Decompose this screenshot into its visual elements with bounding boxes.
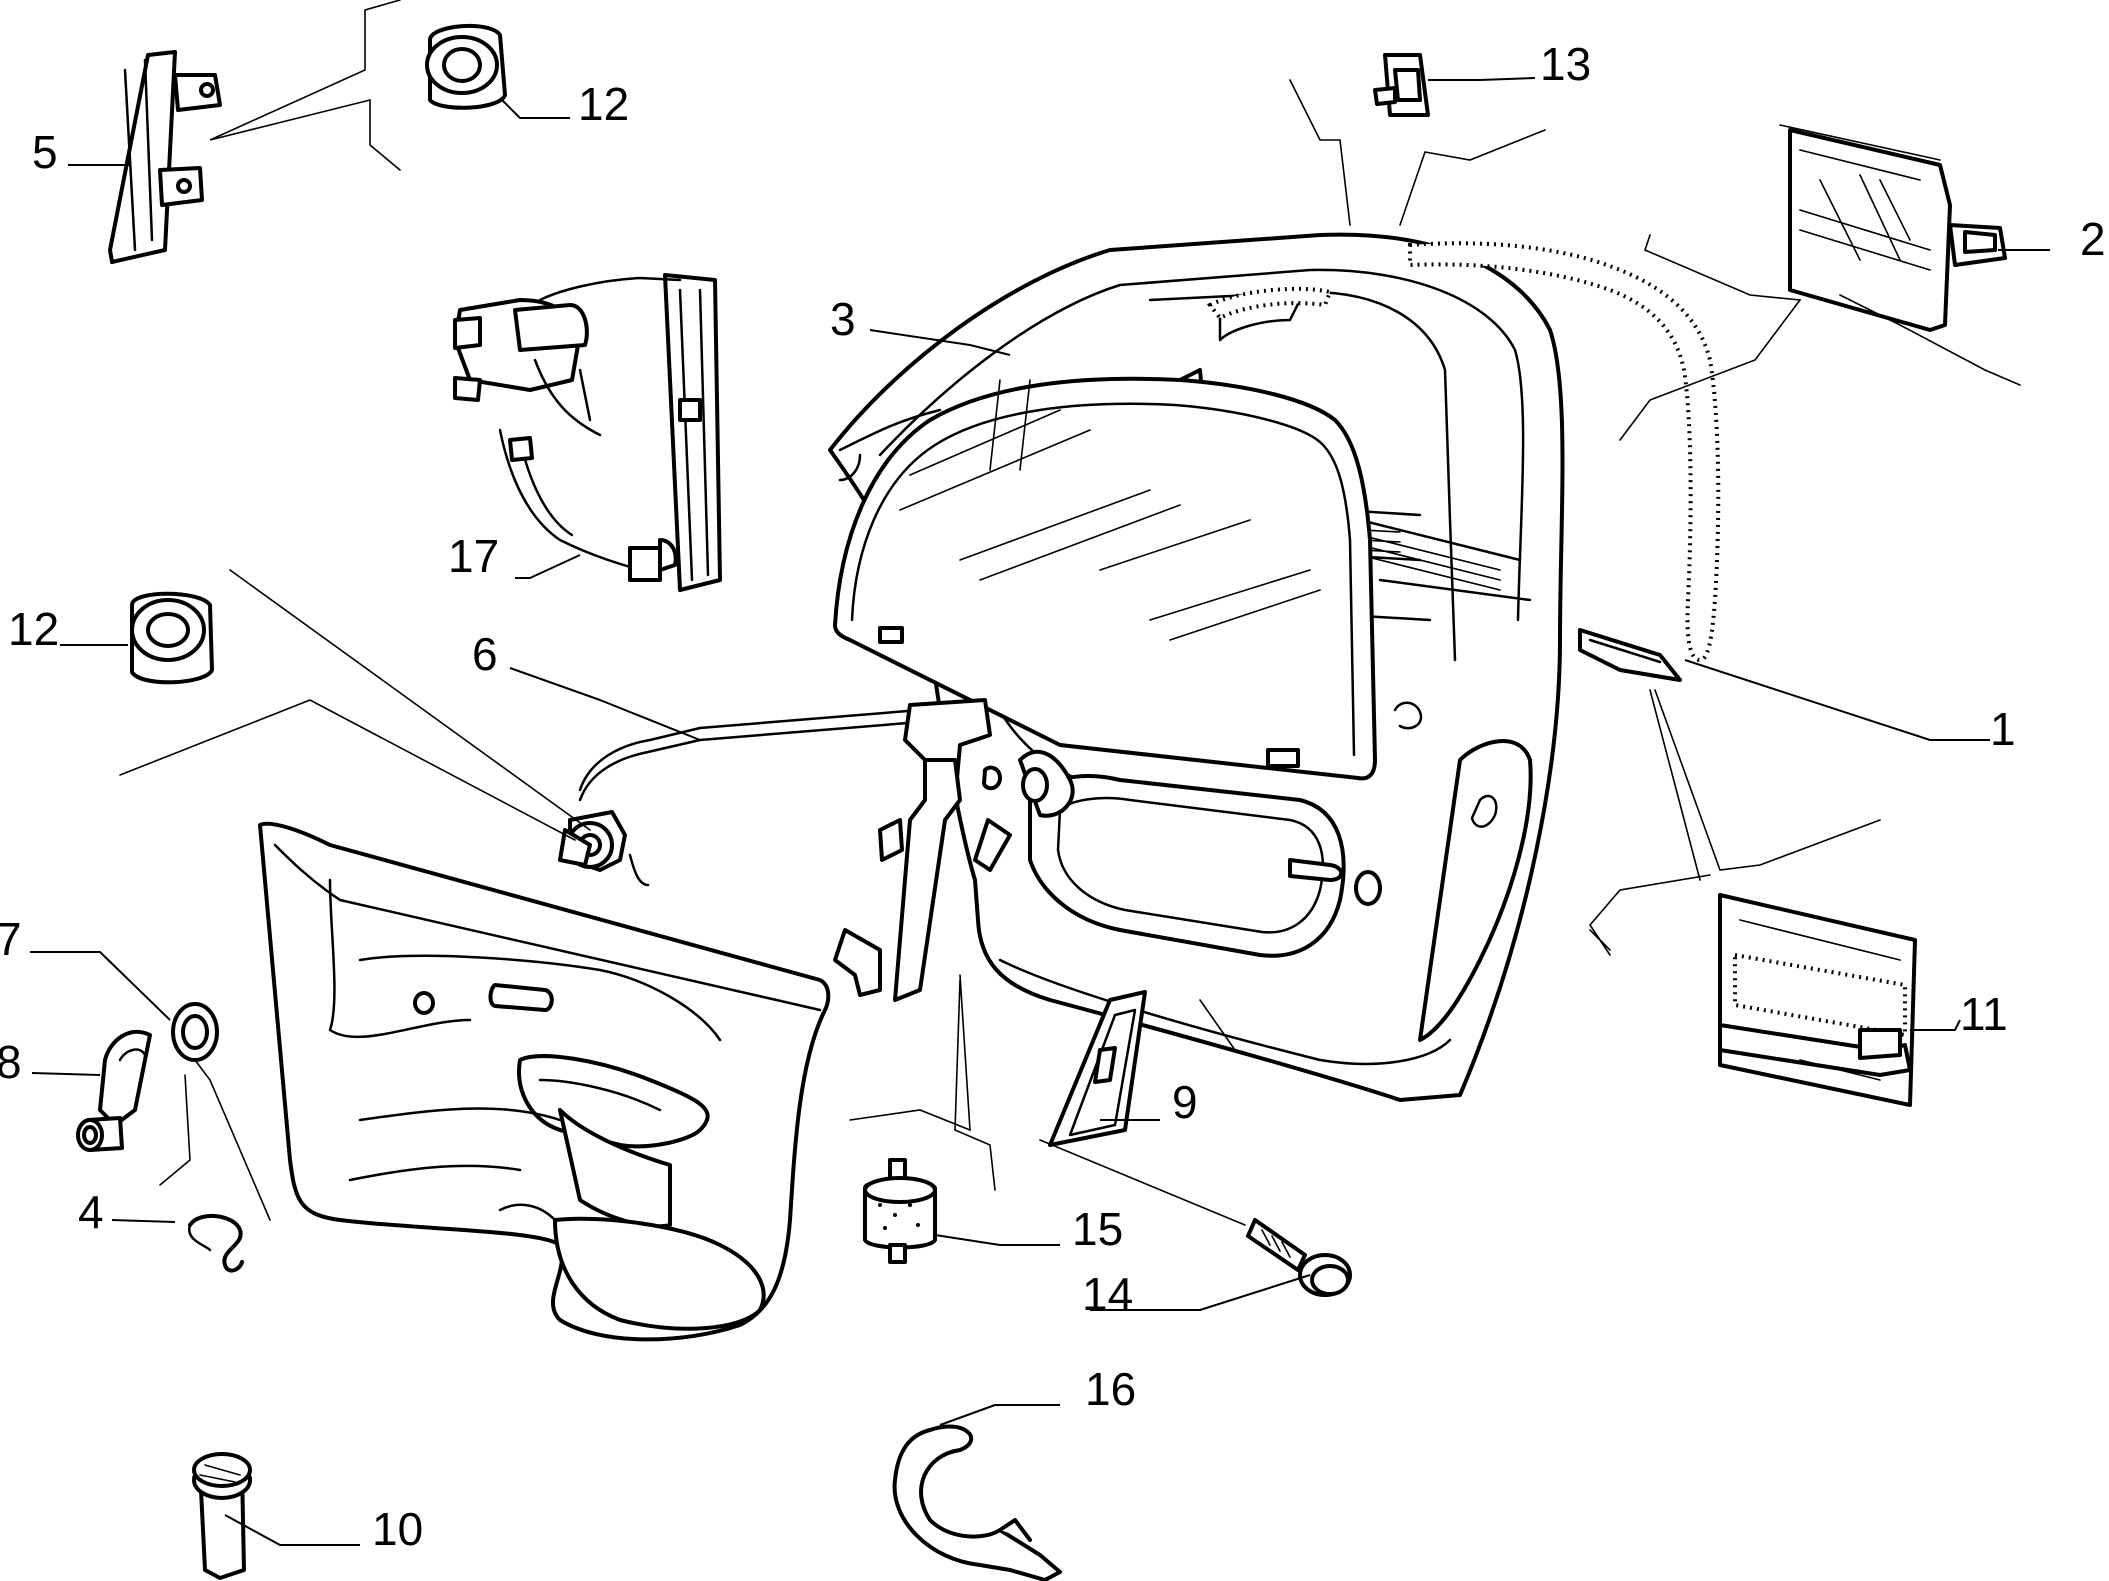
callout-12-left: 12 [8,603,59,655]
callout-15: 15 [1072,1203,1123,1255]
nut-top-illustration [425,23,507,110]
callout-14: 14 [1082,1268,1133,1320]
callout-6: 6 [472,628,498,680]
lock-knob-illustration [192,1452,252,1580]
electric-window-regulator-illustration [453,273,722,592]
leader-lines [30,0,2050,1546]
bolt-illustration [1246,1218,1352,1297]
callout-4: 4 [78,1186,104,1238]
callout-11: 11 [1960,988,2008,1040]
callout-16: 16 [1085,1363,1136,1415]
door-trim-panel-illustration [258,821,831,1342]
callout-9: 9 [1172,1076,1198,1128]
nut-left-illustration [130,591,214,685]
door-glass-illustration [833,376,1423,781]
callout-10: 10 [372,1503,423,1555]
callout-17: 17 [448,530,499,582]
spring-clip-illustration [187,1213,244,1273]
weatherstrip-seal-illustration [1206,241,1721,663]
outer-belt-strip-illustration [1718,893,1917,1107]
escutcheon-illustration [171,1002,219,1062]
callout-1: 1 [1990,703,2016,755]
callout-8: 8 [0,1036,22,1088]
callout-labels: 1 2 3 4 5 6 7 8 9 10 11 12 12 13 14 15 1… [0,38,2106,1555]
belt-molding-illustration [1779,124,2007,332]
callout-3: 3 [830,293,856,345]
hinge-bracket-illustration [108,50,222,264]
retaining-clip-illustration [892,1424,1062,1581]
callout-2: 2 [2080,213,2106,265]
callout-7: 7 [0,913,22,965]
rubber-bumper-illustration [863,1158,937,1264]
window-crank-handle-illustration [76,1029,152,1152]
callout-12-top: 12 [578,78,629,130]
handle-bezel-illustration [1048,990,1147,1147]
manual-window-regulator-illustration [558,698,1012,1002]
callout-13: 13 [1540,38,1591,90]
callout-5: 5 [32,126,58,178]
clip-illustration [1373,53,1430,117]
